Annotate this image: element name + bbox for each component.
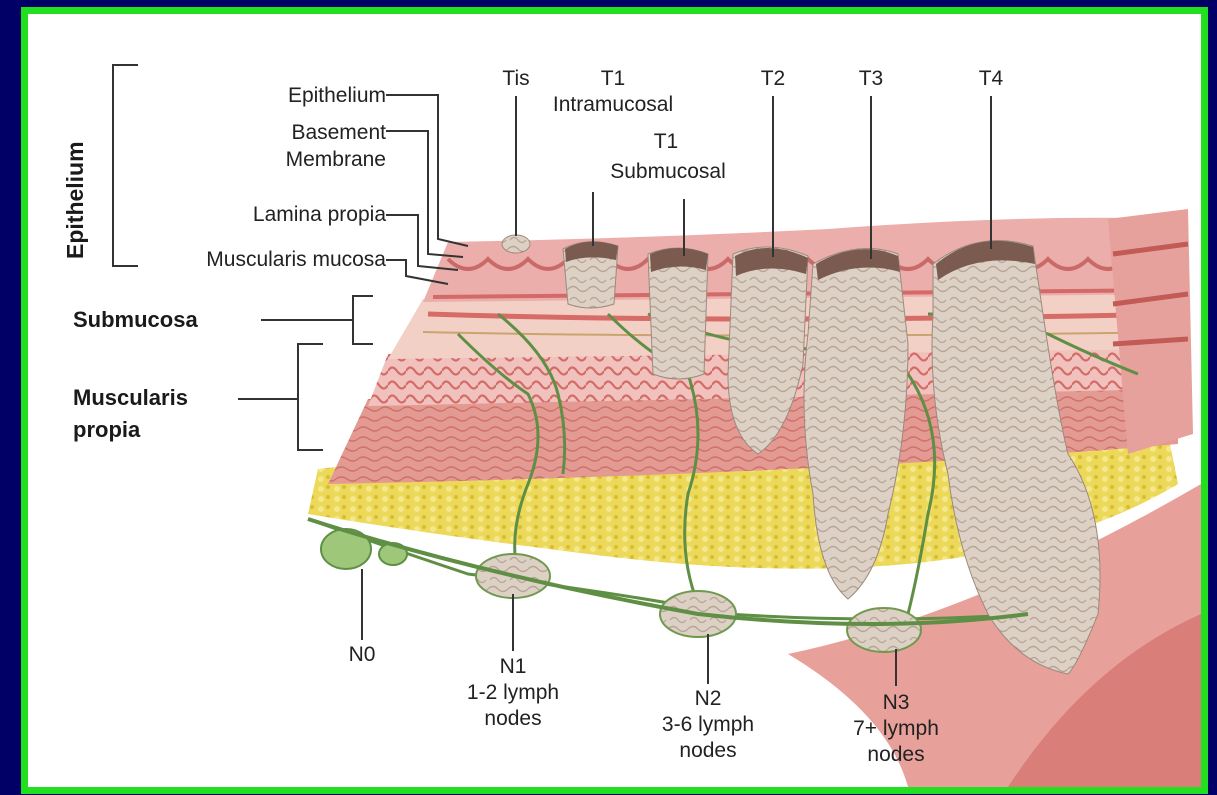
basement-membrane-label-line1: Basement <box>206 120 386 145</box>
epithelium-group-label: Epithelium <box>62 141 89 259</box>
stage-n1-desc-line2: nodes <box>433 706 593 731</box>
lamina-propia-label: Lamina propia <box>176 202 386 227</box>
stage-n3-desc-line1: 7+ lymph <box>816 716 976 741</box>
stage-n2-code: N2 <box>628 686 788 711</box>
muscularis-mucosa-label: Muscularis mucosa <box>126 247 386 272</box>
tumor-tis <box>502 235 530 253</box>
stage-n1-code: N1 <box>433 654 593 679</box>
muscularis-propia-label-line2: propia <box>73 417 140 442</box>
stage-n3-desc-line2: nodes <box>816 742 976 767</box>
colon-wall-illustration <box>28 14 1201 787</box>
stage-t3-label: T3 <box>841 66 901 91</box>
stage-t2-label: T2 <box>743 66 803 91</box>
stage-t1-intramucosal-code: T1 <box>583 66 643 91</box>
stage-t1-intramucosal-label: Intramucosal <box>528 92 698 117</box>
muscularis-propia-label-line1: Muscularis <box>73 385 188 410</box>
lymph-node-n3 <box>847 608 921 652</box>
stage-n2-desc-line2: nodes <box>628 738 788 763</box>
submucosa-label: Submucosa <box>73 307 198 332</box>
stage-n2-desc-line1: 3-6 lymph <box>628 712 788 737</box>
stage-tis-label: Tis <box>486 66 546 91</box>
tumor-t1-intramucosal <box>563 242 618 308</box>
stage-t4-label: T4 <box>961 66 1021 91</box>
stage-n0-label: N0 <box>332 642 392 667</box>
stage-t1-submucosal-label: Submucosal <box>588 159 748 184</box>
diagram-frame: Epithelium Epithelium Basement Membrane … <box>21 7 1208 794</box>
basement-membrane-label-line2: Membrane <box>206 147 386 172</box>
tumor-t1-submucosal <box>648 248 708 379</box>
stage-n1-desc-line1: 1-2 lymph <box>433 680 593 705</box>
stage-n3-code: N3 <box>816 690 976 715</box>
epithelium-label: Epithelium <box>206 83 386 108</box>
stage-t1-submucosal-code: T1 <box>636 129 696 154</box>
